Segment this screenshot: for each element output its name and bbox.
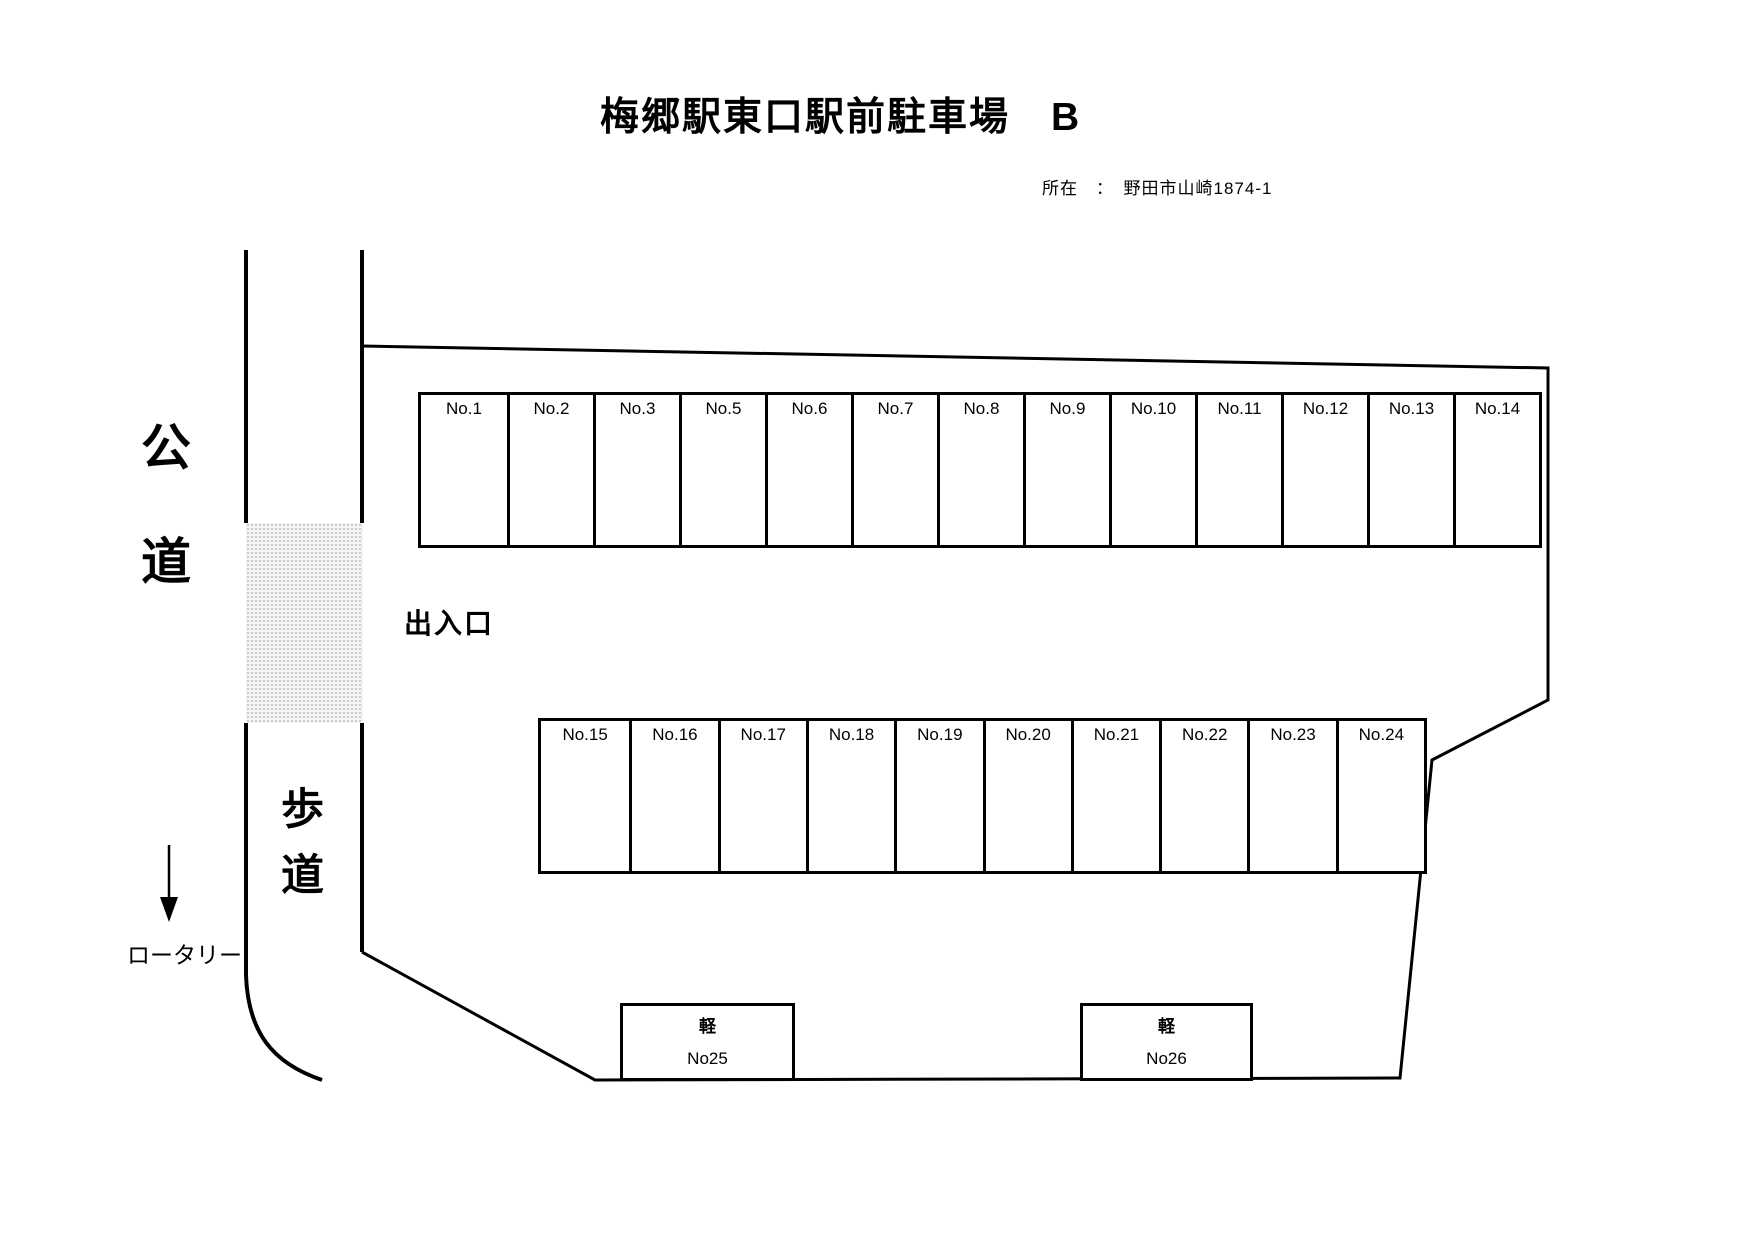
parking-space-label: No.12	[1302, 399, 1349, 418]
parking-space: No.14	[1453, 395, 1539, 545]
entrance-crossing-hatch	[246, 523, 363, 723]
parking-space: No.18	[805, 721, 894, 871]
parking-space: No.21	[1070, 721, 1159, 871]
parking-space-label: No.15	[562, 725, 608, 744]
parking-space-label: No.5	[705, 399, 742, 418]
parking-space: No.10	[1109, 395, 1195, 545]
parking-space: No.22	[1159, 721, 1247, 871]
kei-number-label: No25	[687, 1049, 728, 1068]
parking-space: No.16	[629, 721, 717, 871]
parking-space-label: No.21	[1093, 725, 1140, 744]
parking-row-1: No.1 No.2 No.3 No.5 No.6 No.7 No.8	[418, 392, 1542, 548]
sidewalk-label: 歩 道	[281, 775, 324, 903]
parking-row-2: No.15 No.16 No.17 No.18 No.19 No.20 No	[538, 718, 1427, 874]
parking-space-label: No.18	[828, 725, 875, 744]
sidewalk-char-2: 道	[281, 852, 324, 900]
location-label: 所在 ： 野田市山崎1874-1	[1042, 179, 1273, 198]
parking-space-label: No.24	[1358, 725, 1405, 744]
kei-number-label: No26	[1146, 1049, 1187, 1068]
parking-space: No.2	[507, 395, 593, 545]
public-road-label: 公 道	[141, 408, 191, 594]
parking-space: No.20	[982, 721, 1071, 871]
parking-space-label: No.22	[1182, 725, 1228, 744]
rotary-arrow-head-icon	[160, 897, 178, 922]
parking-space-label: No.9	[1049, 399, 1086, 418]
parking-space: No.1	[421, 395, 507, 545]
parking-space: No.8	[937, 395, 1023, 545]
kei-type-label: 軽	[699, 1017, 716, 1036]
parking-space: No.6	[765, 395, 851, 545]
road-left-line-bottom-curve	[244, 723, 323, 1082]
rotary-label: ロータリー	[127, 942, 242, 968]
parking-space: No.24	[1335, 721, 1424, 871]
parking-space-label: No.7	[877, 399, 914, 418]
parking-space: No.19	[894, 721, 982, 871]
parking-space-label: No.19	[917, 725, 963, 744]
kei-space-25: 軽 No25	[620, 1003, 795, 1081]
parking-space-label: No.3	[619, 399, 656, 418]
parking-space: No.15	[541, 721, 629, 871]
parking-space-label: No.10	[1130, 399, 1177, 418]
parking-space: No.23	[1247, 721, 1335, 871]
parking-space-label: No.13	[1388, 399, 1435, 418]
parking-space-label: No.17	[740, 725, 786, 744]
parking-space-label: No.14	[1474, 399, 1521, 418]
parking-space: No.5	[679, 395, 765, 545]
parking-space-label: No.8	[963, 399, 1000, 418]
parking-space-label: No.11	[1217, 399, 1262, 418]
parking-space: No.7	[851, 395, 937, 545]
parking-space: No.9	[1023, 395, 1109, 545]
parking-space-label: No.23	[1270, 725, 1316, 744]
kei-space-26: 軽 No26	[1080, 1003, 1253, 1081]
public-road-char-2: 道	[141, 534, 191, 590]
page-title: 梅郷駅東口駅前駐車場 B	[600, 96, 1082, 139]
entrance-exit-label: 出入口	[404, 608, 495, 639]
parking-space: No.3	[593, 395, 679, 545]
parking-space: No.11	[1195, 395, 1281, 545]
lot-boundary	[361, 344, 1550, 1082]
parking-space-label: No.16	[652, 725, 698, 744]
parking-space-label: No.20	[1005, 725, 1051, 744]
public-road-char-1: 公	[141, 420, 191, 476]
kei-type-label: 軽	[1158, 1017, 1175, 1036]
parking-space-label: No.1	[446, 399, 482, 418]
sidewalk-char-1: 歩	[281, 786, 324, 834]
parking-space: No.12	[1281, 395, 1367, 545]
parking-space: No.17	[717, 721, 806, 871]
parking-space-label: No.6	[791, 399, 828, 418]
parking-space: No.13	[1367, 395, 1453, 545]
parking-space-label: No.2	[533, 399, 570, 418]
